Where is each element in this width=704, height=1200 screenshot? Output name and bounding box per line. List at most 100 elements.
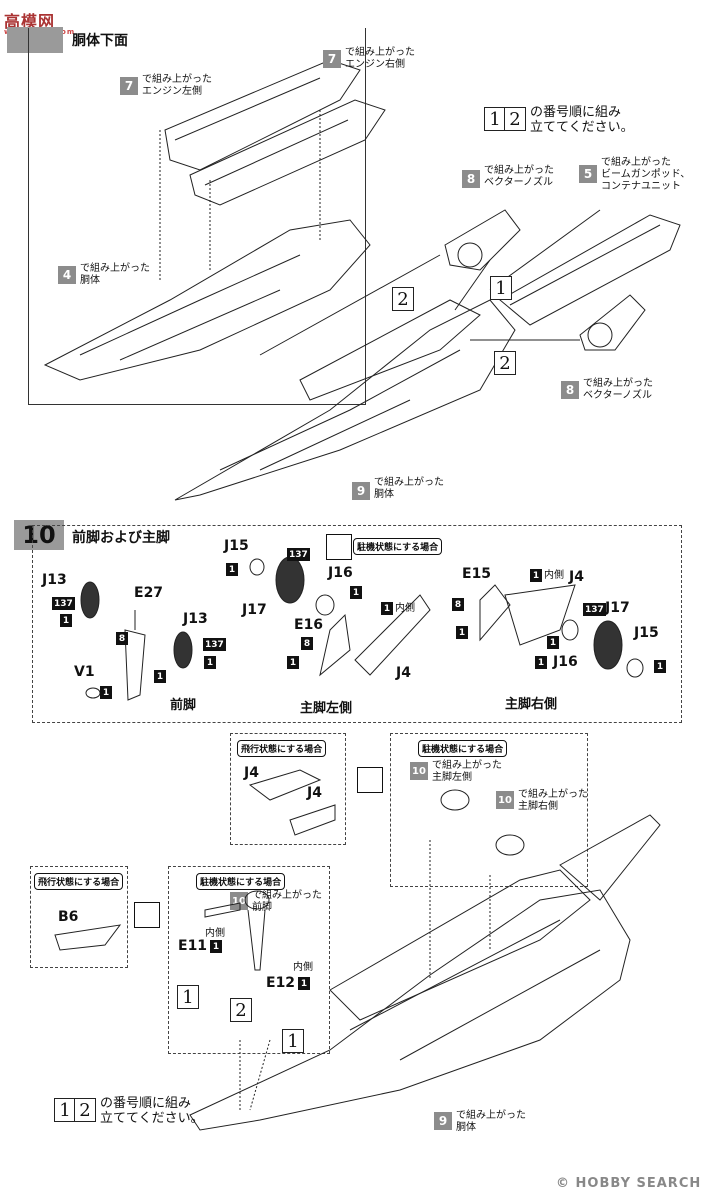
part-J13-right: J13 (183, 611, 208, 627)
badge-step7-left: 7 (120, 77, 138, 95)
parking-tag-2: 駐機状態にする場合 (418, 740, 508, 757)
order-number-2: 2 (504, 107, 526, 131)
step9-illustration (43, 59, 681, 501)
badge-step10-left: 10 (410, 762, 428, 780)
block-8-a: 8 (116, 632, 128, 645)
block-1-b: 1 (204, 656, 216, 669)
swap-arrows-icon-3 (134, 902, 160, 928)
flight-tag-1: 飛行状態にする場合 (237, 740, 327, 757)
note-main-right: で組み上がった 主脚右側 (518, 789, 588, 812)
block-1-n: 1 (210, 940, 222, 953)
part-J15-right: J15 (634, 625, 659, 641)
part-J17-right: J17 (605, 600, 630, 616)
block-1-h: 1 (381, 602, 393, 615)
part-E11: E11 (178, 938, 208, 954)
block-137-a: 137 (52, 597, 75, 610)
block-1-e: 1 (226, 563, 238, 576)
order-number-bottom-2: 2 (74, 1098, 96, 1122)
block-8-c: 8 (452, 598, 464, 611)
part-V1: V1 (74, 664, 95, 680)
part-E15: E15 (462, 566, 492, 582)
part-J15-left: J15 (224, 538, 249, 554)
callout-bottom-1a: 1 (177, 985, 199, 1009)
block-1-m: 1 (654, 660, 666, 673)
note-body-bottom: で組み上がった 胴体 (456, 1110, 526, 1133)
badge-step5: 5 (579, 165, 597, 183)
part-J4-right: J4 (569, 569, 584, 585)
badge-step9-bottom: 9 (434, 1112, 452, 1130)
block-1-k: 1 (547, 636, 559, 649)
block-137-b: 137 (203, 638, 226, 651)
block-1-a: 1 (60, 614, 72, 627)
block-1-j: 1 (456, 626, 468, 639)
part-J4-flight-a: J4 (244, 765, 259, 781)
part-E27: E27 (134, 585, 164, 601)
badge-step4: 4 (58, 266, 76, 284)
note-engine-left: で組み上がった エンジン左側 (142, 74, 212, 97)
block-1-f: 1 (350, 586, 362, 599)
block-1-o: 1 (298, 977, 310, 990)
flight-box-2 (30, 866, 128, 968)
block-1-g: 1 (287, 656, 299, 669)
callout-bottom-1b: 1 (282, 1029, 304, 1053)
callout-2-lower: 2 (494, 351, 516, 375)
callout-1: 1 (490, 276, 512, 300)
main-right-label: 主脚右側 (505, 697, 558, 712)
part-E16: E16 (294, 617, 324, 633)
order-number-1: 1 (484, 107, 506, 131)
badge-step7-right: 7 (323, 50, 341, 68)
inner-side-label-d: 内側 (293, 962, 313, 973)
inner-side-label-c: 内側 (205, 928, 225, 939)
swap-arrows-icon-2 (357, 767, 383, 793)
inner-side-label-a: 内側 (395, 603, 415, 614)
main-left-label: 主脚左側 (300, 701, 353, 716)
step10-title: 前脚および主脚 (72, 530, 170, 546)
order-instruction: の番号順に組み 立ててください。 (530, 105, 634, 135)
block-1-c: 1 (154, 670, 166, 683)
note-body: で組み上がった 胴体 (80, 263, 150, 286)
order-number-bottom-1: 1 (54, 1098, 76, 1122)
badge-step8-top: 8 (462, 170, 480, 188)
parking-tag-3: 駐機状態にする場合 (196, 873, 286, 890)
note-main-left: で組み上がった 主脚左側 (432, 760, 502, 783)
note-front-leg: で組み上がった 前脚 (252, 890, 322, 913)
step9-badge (7, 27, 63, 53)
badge-step10-front: 10 (230, 892, 248, 910)
callout-2-upper: 2 (392, 287, 414, 311)
watermark-hobbysearch: © HOBBY SEARCH (556, 1176, 702, 1191)
note-gunpod: で組み上がった ビームガンポッド、 コンテナユニット (601, 157, 691, 192)
step9-frame (28, 28, 366, 405)
note-nozzle-bottom: で組み上がった ベクターノズル (583, 378, 653, 401)
flight-box-1 (230, 733, 346, 845)
note-nozzle-top: で組み上がった ベクターノズル (484, 165, 554, 188)
step10-frame (32, 525, 682, 723)
block-8-b: 8 (301, 637, 313, 650)
inner-side-label-b: 内側 (544, 570, 564, 581)
parking-tag: 駐機状態にする場合 (353, 538, 443, 555)
watermark-logo: 高模网 (4, 12, 56, 31)
front-leg-label: 前脚 (170, 698, 197, 713)
note-body-assembled: で組み上がった 胴体 (374, 477, 444, 500)
part-J13-left: J13 (42, 572, 67, 588)
order-instruction-bottom: の番号順に組み 立ててください。 (100, 1096, 204, 1126)
part-J16-left: J16 (328, 565, 353, 581)
part-J4-flight-b: J4 (307, 785, 322, 801)
block-1-i: 1 (530, 569, 542, 582)
part-B6: B6 (58, 909, 79, 925)
flight-tag-2: 飛行状態にする場合 (34, 873, 124, 890)
block-137-c: 137 (287, 548, 310, 561)
parking-box-2 (390, 733, 588, 887)
badge-step9: 9 (352, 482, 370, 500)
final-assembly-illustration (54, 769, 661, 1131)
swap-arrows-icon (326, 534, 352, 560)
part-E12: E12 (266, 975, 296, 991)
block-137-d: 137 (583, 603, 606, 616)
part-J4-left: J4 (396, 665, 411, 681)
parking-box-3 (168, 866, 330, 1054)
block-1-d: 1 (100, 686, 112, 699)
callout-bottom-2: 2 (230, 998, 252, 1022)
part-J17-left: J17 (242, 602, 267, 618)
part-J16-right: J16 (553, 654, 578, 670)
badge-step8-bottom: 8 (561, 381, 579, 399)
badge-step10-right: 10 (496, 791, 514, 809)
